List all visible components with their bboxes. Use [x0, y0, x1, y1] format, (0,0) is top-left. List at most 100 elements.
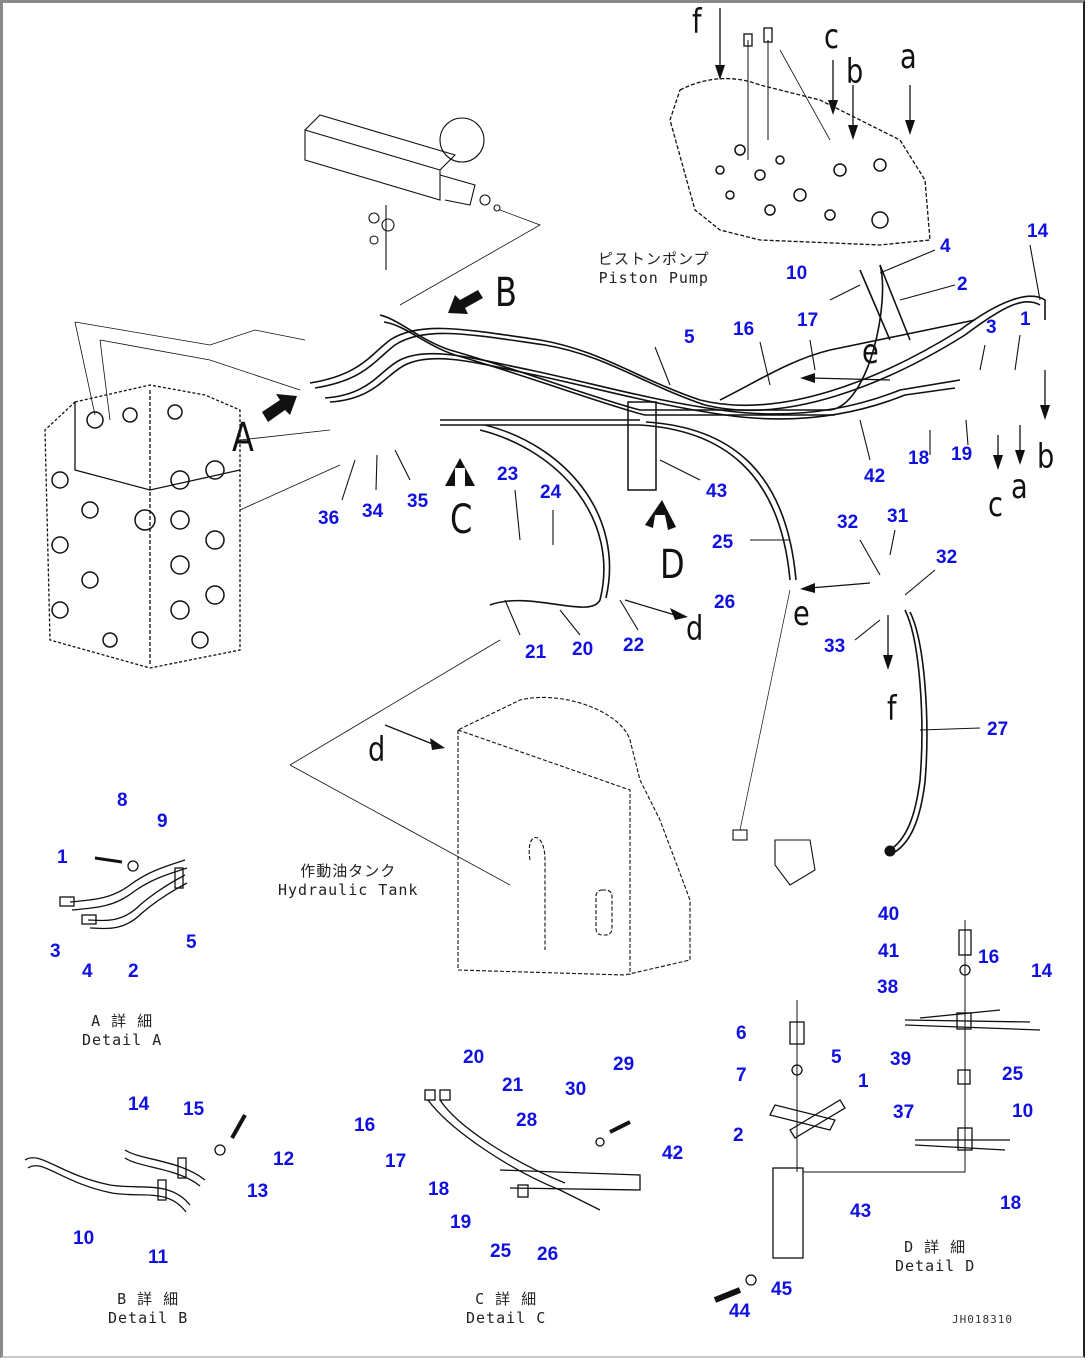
- detail-b-caption: B 詳 細 Detail B: [108, 1290, 188, 1328]
- hydraulic-tank-label-en: Hydraulic Tank: [278, 880, 419, 899]
- detail-b-callout-14: 14: [128, 1094, 150, 1115]
- callout-14: 14: [1027, 221, 1049, 242]
- detail-a-callout-9: 9: [157, 811, 168, 832]
- piston-pump-label: ピストンポンプ Piston Pump: [598, 250, 710, 288]
- detail-d-callout-1: 1: [858, 1071, 869, 1092]
- ref-b-right: b: [1037, 437, 1055, 477]
- clamp-block-43: [627, 401, 657, 491]
- callout-32-left: 32: [837, 512, 859, 533]
- detail-a-callout-3: 3: [50, 941, 61, 962]
- detail-a-callout-8: 8: [117, 790, 128, 811]
- ref-e-lower: e: [793, 594, 810, 634]
- detail-d-callout-2: 2: [733, 1125, 744, 1146]
- callout-23: 23: [497, 464, 519, 485]
- callout-1: 1: [1020, 309, 1031, 330]
- view-arrow-a: [262, 394, 297, 422]
- callout-5: 5: [684, 327, 695, 348]
- view-arrow-c: [445, 458, 475, 486]
- view-label-a: A: [232, 415, 254, 461]
- detail-d-callout-16: 16: [978, 947, 1000, 968]
- valve-block-illustration: [304, 114, 541, 306]
- ref-c-right: c: [988, 485, 1003, 525]
- ref-a-right: a: [1011, 467, 1028, 507]
- callout-24: 24: [540, 482, 562, 503]
- detail-a-caption: A 詳 細 Detail A: [82, 1012, 162, 1050]
- callout-2: 2: [957, 274, 968, 295]
- detail-d-callout-45: 45: [771, 1279, 793, 1300]
- ref-c-top: c: [824, 17, 839, 57]
- detail-a-callout-2: 2: [128, 961, 139, 982]
- detail-d-callout-37: 37: [893, 1102, 915, 1123]
- detail-c-callout-29: 29: [613, 1054, 635, 1075]
- view-label-c: C: [450, 497, 473, 543]
- detail-d-callout-5: 5: [831, 1047, 842, 1068]
- detail-d-illustration: [713, 920, 1041, 1303]
- detail-c-callout-19: 19: [450, 1212, 472, 1233]
- detail-b-callout-10: 10: [73, 1228, 95, 1249]
- ref-f-lower: f: [887, 689, 897, 729]
- callout-35: 35: [407, 491, 429, 512]
- fitting-illustration: [732, 589, 896, 886]
- piston-pump-illustration: [669, 27, 931, 246]
- detail-d-callout-25: 25: [1002, 1064, 1024, 1085]
- view-arrows: [262, 290, 676, 530]
- detail-b-caption-en: Detail B: [108, 1308, 189, 1327]
- ref-d-tank: d: [368, 730, 386, 770]
- view-label-b: B: [495, 270, 517, 316]
- callout-32-right: 32: [936, 547, 958, 568]
- callout-42: 42: [864, 466, 886, 487]
- detail-b-illustration: [24, 1114, 247, 1213]
- callout-3: 3: [986, 317, 997, 338]
- detail-c-callout-16: 16: [354, 1115, 376, 1136]
- detail-b-callout-12: 12: [273, 1149, 295, 1170]
- callout-25: 25: [712, 532, 734, 553]
- callout-31: 31: [887, 506, 909, 527]
- callout-43: 43: [706, 481, 728, 502]
- detail-c-callout-42: 42: [662, 1143, 684, 1164]
- detail-d-callout-7: 7: [736, 1065, 747, 1086]
- ref-f-top: f: [692, 2, 702, 42]
- detail-c-callout-25: 25: [490, 1241, 512, 1262]
- detail-d-callout-10: 10: [1012, 1101, 1034, 1122]
- detail-c-callout-26: 26: [537, 1244, 559, 1265]
- callout-18: 18: [908, 448, 930, 469]
- detail-c-caption: C 詳 細 Detail C: [466, 1290, 546, 1328]
- detail-a-callout-5: 5: [186, 932, 197, 953]
- piston-pump-label-en: Piston Pump: [598, 268, 709, 287]
- hydraulic-tank-label-jp: 作動油タンク: [300, 862, 397, 880]
- detail-b-callout-13: 13: [247, 1181, 269, 1202]
- leader-lines: [341, 244, 1041, 731]
- detail-d-caption-en: Detail D: [895, 1256, 976, 1275]
- detail-c-callout-17: 17: [385, 1151, 407, 1172]
- callout-19: 19: [951, 444, 973, 465]
- detail-d-callout-39: 39: [890, 1049, 912, 1070]
- ref-d-mid: d: [686, 609, 704, 649]
- hydraulic-tank-label: 作動油タンク Hydraulic Tank: [278, 862, 418, 900]
- callout-36: 36: [318, 508, 340, 529]
- detail-c-callout-20: 20: [463, 1047, 485, 1068]
- detail-c-caption-jp: C 詳 細: [475, 1290, 538, 1308]
- detail-d-callout-44: 44: [729, 1301, 751, 1322]
- detail-a-caption-en: Detail A: [82, 1030, 163, 1049]
- arrowheads: [430, 65, 1050, 750]
- ref-a-top: a: [900, 37, 917, 77]
- detail-d-callout-38: 38: [877, 977, 899, 998]
- piston-pump-label-jp: ピストンポンプ: [598, 250, 710, 268]
- detail-d-callout-6: 6: [736, 1023, 747, 1044]
- detail-a-callout-4: 4: [82, 961, 93, 982]
- view-arrow-d: [645, 500, 676, 530]
- detail-d-callout-41: 41: [878, 941, 900, 962]
- connection-arrows: [384, 8, 1046, 746]
- callout-26: 26: [714, 592, 736, 613]
- detail-b-callout-11: 11: [148, 1247, 169, 1268]
- callout-33: 33: [824, 636, 846, 657]
- callout-27: 27: [987, 719, 1009, 740]
- detail-d-caption: D 詳 細 Detail D: [895, 1238, 975, 1276]
- detail-a-illustration: [59, 856, 188, 930]
- detail-d-callout-43: 43: [850, 1201, 872, 1222]
- detail-a-callout-1: 1: [57, 847, 68, 868]
- callout-22: 22: [623, 635, 645, 656]
- callout-10: 10: [786, 263, 808, 284]
